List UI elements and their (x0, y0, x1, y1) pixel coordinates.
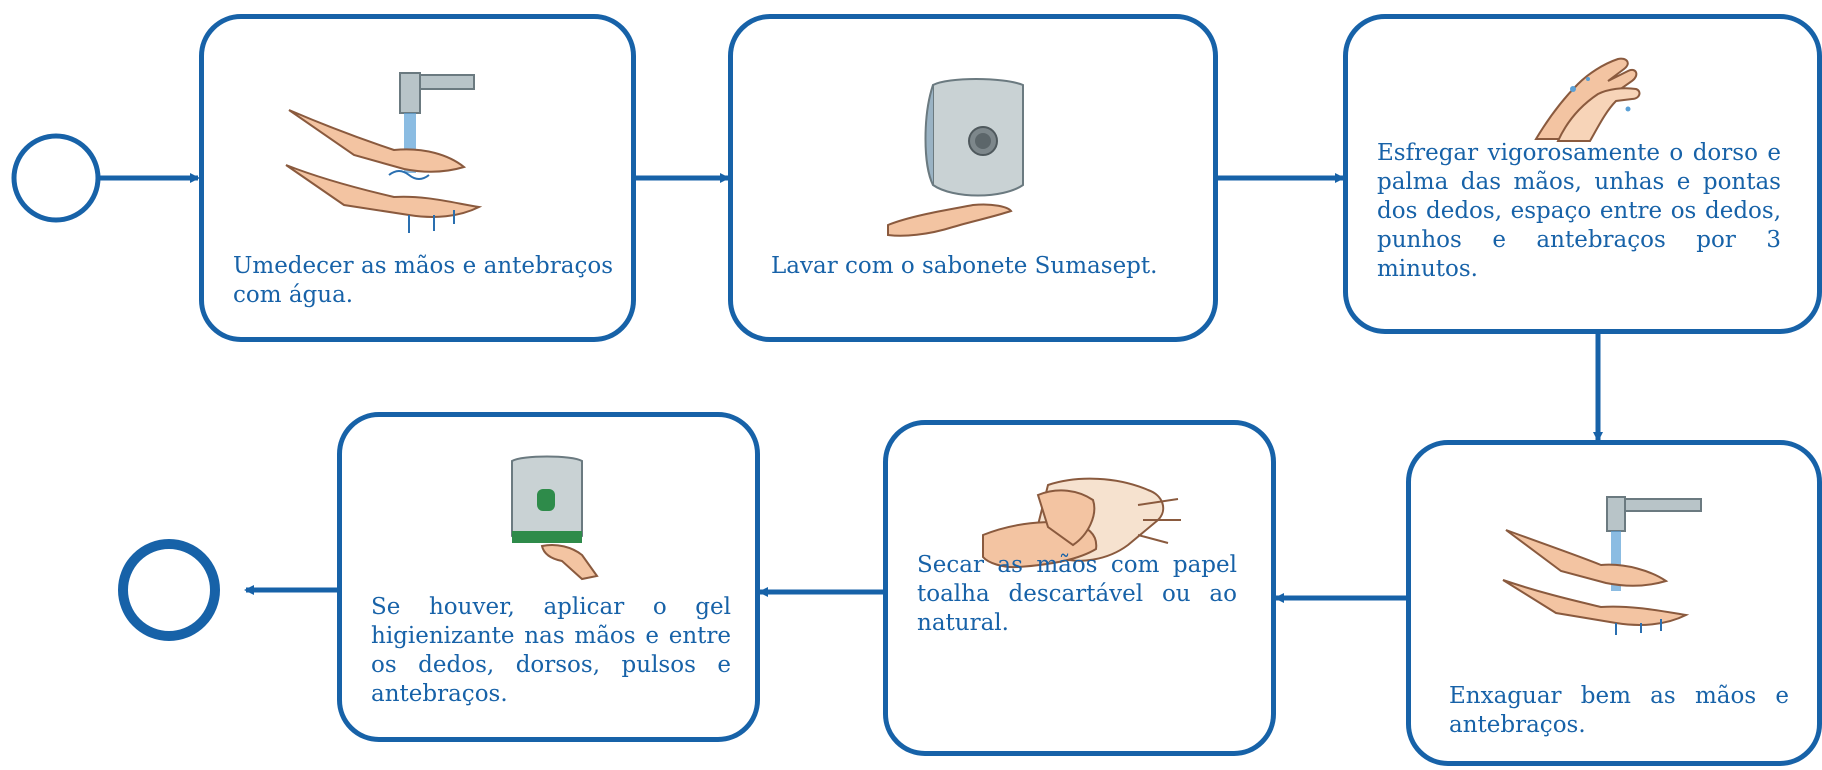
step-box-wet: Umedecer as mãos e antebraços com água. (199, 14, 636, 342)
end-event-circle (118, 539, 220, 641)
step-box-rinse: Enxaguar bem as mãos e antebraços. (1406, 440, 1822, 766)
step-box-gel: Se houver, aplicar o gel higienizante na… (337, 412, 760, 742)
step-text-wet: Umedecer as mãos e antebraços com água. (233, 253, 613, 308)
gel-dispenser-icon (511, 455, 599, 581)
step-box-dry: Secar as mãos com papel toalha descartáv… (883, 420, 1276, 756)
step-text-gel: Se houver, aplicar o gel higienizante na… (371, 594, 731, 707)
step-text-soap: Lavar com o sabonete Sumasept. (771, 253, 1158, 279)
start-event-circle (11, 133, 101, 223)
paper-towel-icon (982, 477, 1181, 569)
step-text-scrub: Esfregar vigorosamente o dorso e palma d… (1377, 140, 1781, 282)
wet-hands-icon (285, 72, 483, 233)
step-box-soap: Lavar com o sabonete Sumasept. (728, 14, 1218, 342)
step-text-rinse: Enxaguar bem as mãos e antebraços. (1449, 683, 1789, 738)
scrubbing-hands-icon (1534, 57, 1641, 142)
step-text-dry: Secar as mãos com papel toalha descartáv… (917, 552, 1237, 636)
rinse-hands-icon (1502, 496, 1702, 635)
soap-dispenser-icon (887, 78, 1024, 237)
step-box-scrub: Esfregar vigorosamente o dorso e palma d… (1343, 14, 1822, 334)
